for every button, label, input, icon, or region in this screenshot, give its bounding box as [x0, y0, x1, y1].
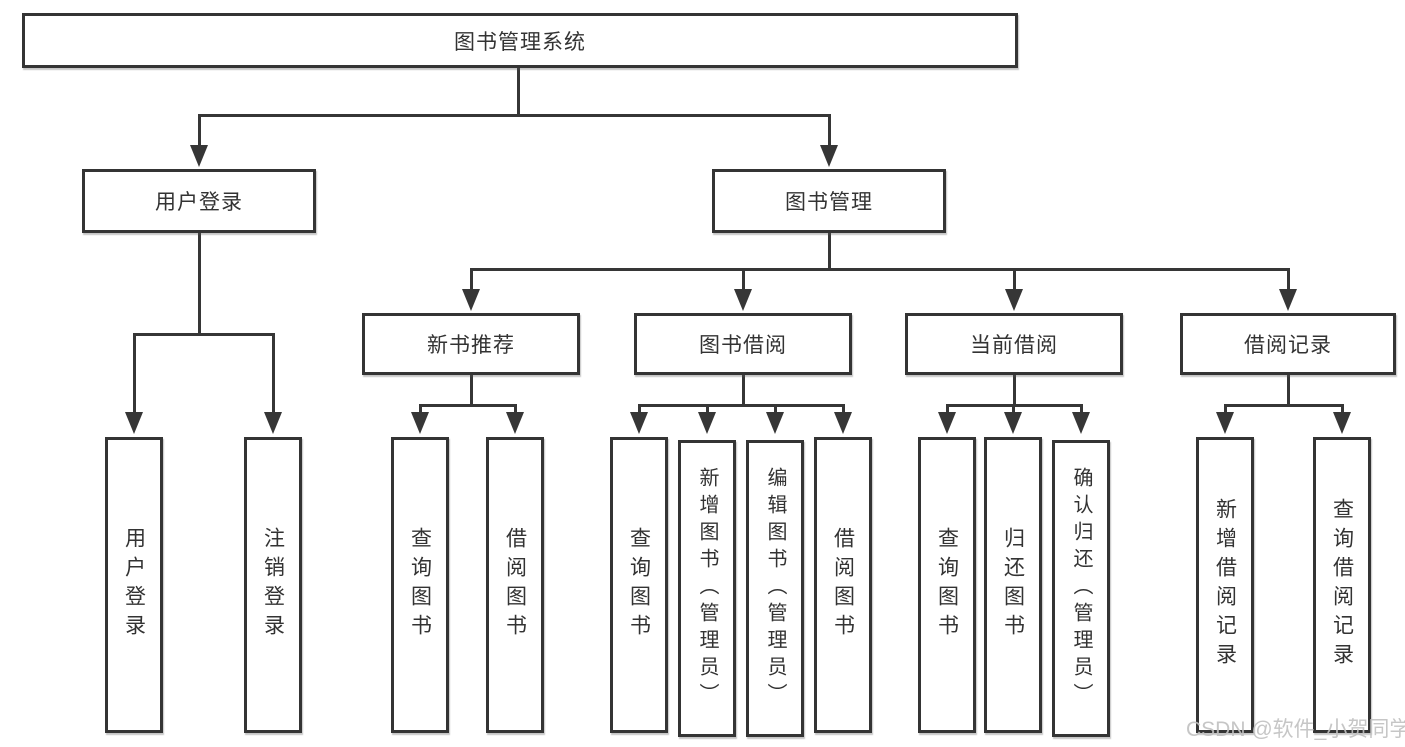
- node-new-book-recommend: 新书推荐: [362, 313, 580, 375]
- arrow-down-icon: [630, 412, 648, 434]
- leaf-borrow-books-1: 借阅图书: [486, 437, 544, 733]
- connector-line-vertical: [827, 114, 831, 147]
- leaf-add-borrow-record: 新增借阅记录: [1196, 437, 1254, 733]
- connector-line-vertical: [1340, 404, 1344, 415]
- connector-line-horizontal: [945, 404, 1083, 407]
- connector-line-vertical: [1286, 375, 1290, 406]
- node-label: 当前借阅: [970, 334, 1058, 357]
- leaf-edit-book-admin: 编辑图书（管理员）: [746, 440, 804, 737]
- arrow-down-icon: [1333, 412, 1351, 434]
- arrow-down-icon: [834, 412, 852, 434]
- node-label: 编辑图书（管理员）: [764, 467, 786, 710]
- leaf-query-books-2: 查询图书: [610, 437, 668, 733]
- connector-line-vertical: [513, 404, 517, 415]
- node-label: 图书管理: [785, 191, 873, 214]
- connector-line-vertical: [1012, 375, 1016, 406]
- node-book-management: 图书管理: [712, 169, 946, 233]
- arrow-down-icon: [698, 412, 716, 434]
- leaf-query-borrow-record: 查询借阅记录: [1313, 437, 1371, 733]
- leaf-return-books: 归还图书: [984, 437, 1042, 733]
- connector-line-horizontal: [132, 333, 275, 336]
- node-label: 查询图书: [408, 527, 432, 643]
- connector-line-vertical: [1223, 404, 1227, 415]
- node-label: 新书推荐: [427, 334, 515, 357]
- connector-line-vertical: [827, 233, 831, 271]
- arrow-down-icon: [938, 412, 956, 434]
- arrow-down-icon: [1005, 289, 1023, 311]
- leaf-logout: 注销登录: [244, 437, 302, 733]
- connector-line-vertical: [517, 66, 520, 116]
- connector-line-vertical: [773, 404, 777, 415]
- arrow-down-icon: [264, 412, 282, 434]
- node-label: 借阅图书: [503, 527, 527, 643]
- arrow-down-icon: [1004, 412, 1022, 434]
- connector-line-vertical: [741, 375, 745, 406]
- connector-line-vertical: [132, 333, 136, 414]
- leaf-borrow-books-2: 借阅图书: [814, 437, 872, 733]
- arrow-down-icon: [125, 412, 143, 434]
- arrow-down-icon: [462, 289, 480, 311]
- leaf-query-books-3: 查询图书: [918, 437, 976, 733]
- leaf-user-login: 用户登录: [105, 437, 163, 733]
- arrow-down-icon: [766, 412, 784, 434]
- node-label: 图书管理系统: [454, 30, 586, 54]
- connector-line-vertical: [469, 375, 473, 406]
- connector-line-horizontal: [469, 268, 1290, 271]
- connector-line-vertical: [945, 404, 949, 415]
- arrow-down-icon: [411, 412, 429, 434]
- arrow-down-icon: [190, 145, 208, 167]
- node-label: 确认归还（管理员）: [1070, 467, 1092, 710]
- arrow-down-icon: [820, 145, 838, 167]
- node-borrowing-records: 借阅记录: [1180, 313, 1396, 375]
- connector-line-vertical: [271, 333, 275, 414]
- connector-line-vertical: [1011, 404, 1015, 415]
- node-label: 新增图书（管理员）: [696, 467, 718, 710]
- node-root-library-management-system: 图书管理系统: [22, 13, 1018, 68]
- node-book-borrowing: 图书借阅: [634, 313, 852, 375]
- connector-line-horizontal: [637, 404, 845, 407]
- connector-line-vertical: [705, 404, 709, 415]
- node-label: 注销登录: [261, 527, 285, 643]
- csdn-watermark: CSDN @软件_小贺同学: [1186, 718, 1405, 741]
- connector-line-vertical: [197, 114, 201, 147]
- node-user-login: 用户登录: [82, 169, 316, 233]
- node-label: 借阅图书: [831, 527, 855, 643]
- connector-line-vertical: [418, 404, 422, 415]
- leaf-confirm-return-admin: 确认归还（管理员）: [1052, 440, 1110, 737]
- connector-line-vertical: [1286, 268, 1290, 291]
- node-label: 归还图书: [1001, 527, 1025, 643]
- connector-line-vertical: [197, 233, 201, 336]
- node-label: 查询图书: [935, 527, 959, 643]
- connector-line-vertical: [1079, 404, 1083, 415]
- arrow-down-icon: [734, 289, 752, 311]
- connector-line-vertical: [637, 404, 641, 415]
- connector-line-vertical: [841, 404, 845, 415]
- node-label: 用户登录: [155, 191, 243, 214]
- arrow-down-icon: [506, 412, 524, 434]
- connector-line-horizontal: [418, 404, 517, 407]
- connector-line-vertical: [469, 268, 473, 291]
- connector-line-vertical: [1012, 268, 1016, 291]
- connector-line-horizontal: [1223, 404, 1344, 407]
- node-current-borrowing: 当前借阅: [905, 313, 1123, 375]
- leaf-add-book-admin: 新增图书（管理员）: [678, 440, 736, 737]
- connector-line-horizontal: [197, 114, 831, 117]
- arrow-down-icon: [1072, 412, 1090, 434]
- node-label: 查询图书: [627, 527, 651, 643]
- node-label: 用户登录: [122, 527, 146, 643]
- connector-line-vertical: [741, 268, 745, 291]
- arrow-down-icon: [1216, 412, 1234, 434]
- leaf-query-books-1: 查询图书: [391, 437, 449, 733]
- arrow-down-icon: [1279, 289, 1297, 311]
- node-label: 借阅记录: [1244, 334, 1332, 357]
- node-label: 新增借阅记录: [1213, 498, 1237, 672]
- node-label: 图书借阅: [699, 334, 787, 357]
- node-label: 查询借阅记录: [1330, 498, 1354, 672]
